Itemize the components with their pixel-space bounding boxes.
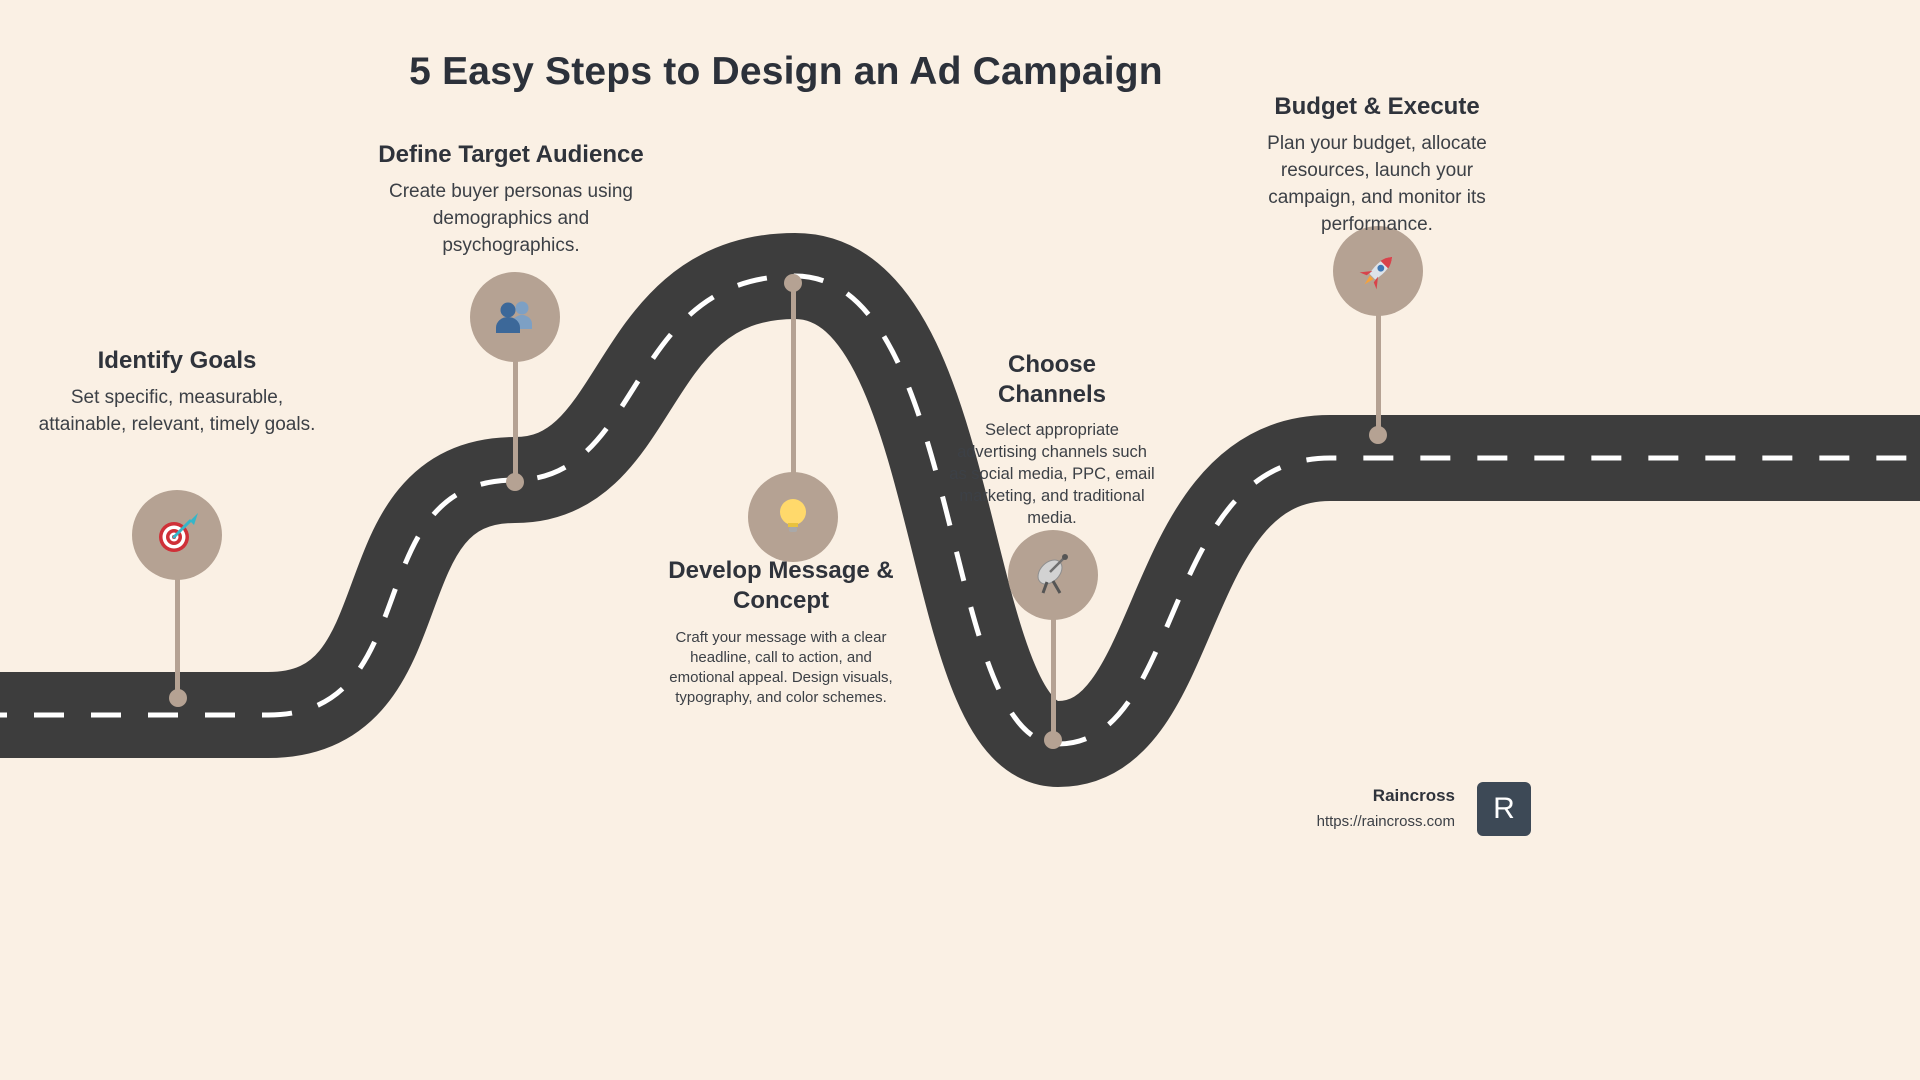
step-1-title: Identify Goals bbox=[97, 347, 257, 374]
step-4-marker bbox=[1008, 530, 1098, 620]
step-4-road-dot bbox=[1044, 731, 1062, 749]
step-3-description: Craft your message with a clear headline… bbox=[669, 629, 893, 706]
satellite-icon bbox=[1037, 554, 1068, 594]
step-1-stem bbox=[175, 578, 180, 700]
step-2-text: Define Target Audience Create buyer pers… bbox=[371, 140, 651, 259]
step-5-text: Budget & Execute Plan your budget, alloc… bbox=[1237, 92, 1517, 238]
step-5-stem bbox=[1376, 314, 1381, 432]
step-5-title: Budget & Execute bbox=[1274, 93, 1480, 120]
step-2-marker bbox=[470, 272, 560, 362]
audience-icon bbox=[496, 301, 532, 333]
raincross-logo: R bbox=[1477, 782, 1531, 836]
step-1-marker bbox=[132, 490, 222, 580]
step-4-title: Choose Channels bbox=[997, 351, 1107, 408]
step-3-marker bbox=[748, 472, 838, 562]
step-3-title: Develop Message & Concept bbox=[668, 557, 894, 614]
step-5-road-dot bbox=[1369, 426, 1387, 444]
step-3-stem bbox=[791, 282, 796, 474]
step-4-text: Choose Channels Select appropriate adver… bbox=[947, 350, 1157, 529]
step-3-road-dot bbox=[784, 274, 802, 292]
rocket-icon bbox=[1359, 256, 1393, 290]
step-2-road-dot bbox=[506, 473, 524, 491]
page-title: 5 Easy Steps to Design an Ad Campaign bbox=[409, 50, 1163, 93]
target-icon bbox=[159, 513, 198, 552]
road-dash-line bbox=[0, 273, 1920, 747]
step-2-title: Define Target Audience bbox=[378, 141, 644, 168]
logo-letter: R bbox=[1493, 792, 1515, 825]
step-1-road-dot bbox=[169, 689, 187, 707]
step-4-stem bbox=[1051, 618, 1056, 738]
step-4-description: Select appropriate advertising channels … bbox=[949, 421, 1155, 527]
step-5-description: Plan your budget, allocate resources, la… bbox=[1267, 133, 1487, 235]
footer-brand: Raincross bbox=[1372, 786, 1455, 805]
step-3-text: Develop Message & Concept Craft your mes… bbox=[661, 556, 901, 708]
step-1-text: Identify Goals Set specific, measurable,… bbox=[37, 346, 317, 438]
footer-url: https://raincross.com bbox=[1316, 813, 1455, 830]
bulb-icon bbox=[780, 499, 806, 532]
step-1-description: Set specific, measurable, attainable, re… bbox=[38, 387, 316, 435]
step-2-description: Create buyer personas using demographics… bbox=[389, 181, 633, 256]
step-5-marker bbox=[1333, 226, 1423, 316]
step-2-stem bbox=[513, 360, 518, 480]
